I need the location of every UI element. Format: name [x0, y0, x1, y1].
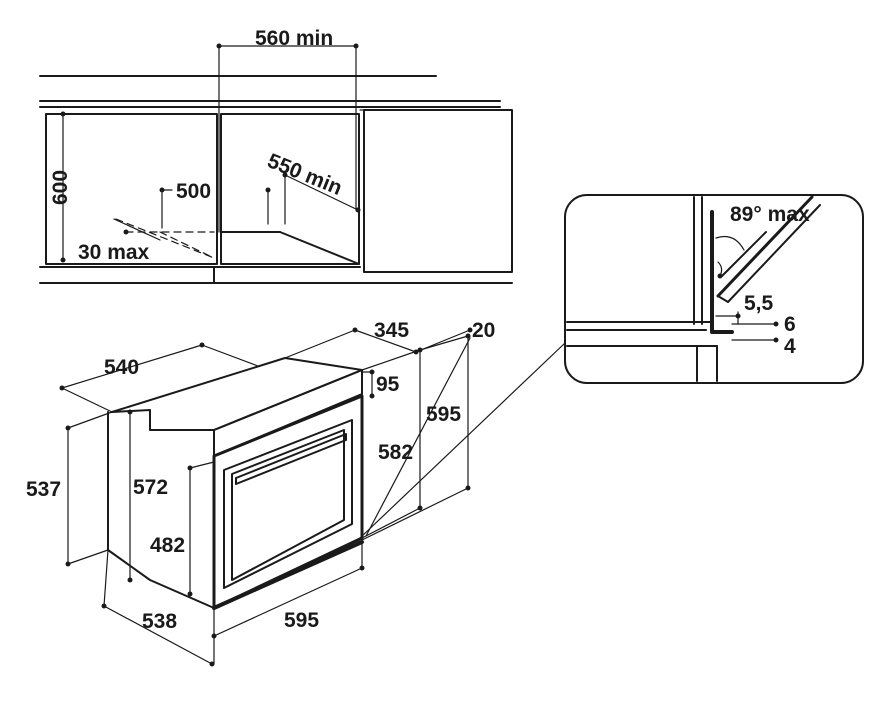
label-gap-4: 4	[784, 335, 796, 358]
oven-door	[223, 419, 353, 589]
dim-572-dot-bottom	[127, 577, 133, 583]
callout-link-2	[365, 337, 471, 537]
dim-595r-ext-bottom	[361, 487, 469, 541]
label-height-582: 582	[378, 441, 413, 464]
detail-frame	[564, 194, 864, 384]
dim-595w-dot-right	[359, 565, 365, 571]
dim-540-dot-right	[199, 342, 205, 348]
dim-95-dot-bottom	[369, 393, 375, 399]
oven-isometric	[59, 327, 473, 667]
label-vent-max: 30 max	[78, 241, 150, 264]
dim-538-ext-left	[103, 549, 109, 607]
dim-482-dot-top	[187, 465, 193, 471]
oven-side-face	[107, 411, 215, 609]
dim-30max-line	[113, 218, 161, 241]
label-depth-345: 345	[374, 319, 409, 342]
dim-550-dot-1	[282, 172, 288, 178]
dim-550-line	[284, 174, 359, 211]
dim-540-dot-left	[59, 385, 65, 391]
dim-595r-ext-top	[419, 335, 469, 351]
label-depth-538: 538	[142, 610, 177, 633]
dim-482-dot-bottom	[187, 591, 193, 597]
oven-door-handle	[235, 433, 347, 485]
vent-dash-1	[115, 218, 215, 259]
label-height-572: 572	[133, 476, 168, 499]
dim-inner-dot	[265, 187, 271, 193]
detail-hinge-dot	[717, 273, 723, 279]
dim-595w-line	[213, 567, 363, 637]
dim-582-ext-top	[361, 349, 421, 371]
dim-560-dot-right	[353, 43, 359, 49]
vent-dash-3	[159, 231, 215, 259]
detail-door-glass	[721, 231, 767, 277]
dim-537-ext-bottom	[67, 549, 109, 565]
niche-cabinet-group	[39, 43, 513, 284]
oven-control-panel	[213, 369, 363, 457]
dim-345-line	[354, 329, 417, 353]
callout-link-1	[359, 342, 566, 539]
label-height-595-right: 595	[426, 403, 461, 426]
dim-538-line	[103, 605, 213, 665]
left-cabinet-panel	[45, 113, 218, 265]
dim-482-ext-top	[189, 461, 215, 469]
label-niche-width: 560 min	[255, 27, 333, 50]
dim-500-dot	[159, 187, 165, 193]
dim-572-dot-top	[127, 409, 133, 415]
detail-door-outer	[716, 195, 814, 298]
dim-345-ext	[284, 329, 356, 359]
dim-537-dot-top	[65, 425, 71, 431]
label-gap-6: 6	[784, 313, 796, 336]
dim-345-dot-left	[352, 327, 358, 333]
dim-6-dot	[773, 321, 779, 327]
dim-540-line	[61, 344, 203, 389]
detail-angle-arc	[715, 235, 745, 251]
right-cabinet-door	[363, 109, 513, 273]
label-niche-height: 600	[49, 170, 72, 205]
dim-560-dot-left	[216, 43, 222, 49]
dim-595r-dot-top	[465, 333, 471, 339]
label-gap-5-5: 5,5	[744, 292, 774, 315]
label-height-537: 537	[26, 478, 61, 501]
dim-95-dot-top	[369, 369, 375, 375]
niche-floor-side	[279, 231, 360, 265]
dim-537-dot-bottom	[65, 561, 71, 567]
dim-600-dot-bottom	[60, 257, 66, 263]
door-detail-callout	[564, 194, 864, 384]
dim-20-dot	[467, 327, 473, 333]
dim-538-dot-right	[209, 661, 215, 667]
dim-5-5-dot	[735, 313, 741, 319]
oven-door-glass	[231, 429, 345, 581]
dim-540-ext-right	[201, 344, 259, 367]
dim-538-dot-left	[101, 603, 107, 609]
detail-door-hinge	[717, 295, 729, 303]
dim-582-dot-bottom	[417, 505, 423, 511]
niche-opening	[220, 113, 360, 265]
dim-595w-dot-left	[211, 633, 217, 639]
dim-4-dot	[773, 337, 779, 343]
detail-oven-frame	[710, 210, 734, 334]
dim-595r-dot-bottom	[465, 485, 471, 491]
oven-bottom-edge	[212, 540, 364, 610]
label-height-482: 482	[150, 534, 185, 557]
dim-600-dot-top	[60, 111, 66, 117]
label-niche-depth: 550 min	[264, 149, 345, 200]
dim-537-ext-top	[67, 411, 113, 429]
label-offset-20: 20	[472, 319, 495, 342]
detail-door-inner	[727, 204, 821, 303]
dim-540-ext-left	[61, 387, 113, 413]
dim-582-ext-bottom	[361, 507, 421, 539]
label-width-595: 595	[284, 609, 319, 632]
label-door-angle: 89° max	[730, 203, 810, 226]
label-vent-depth: 500	[176, 180, 211, 203]
label-depth-540: 540	[104, 356, 139, 379]
label-panel-95: 95	[376, 373, 400, 396]
dim-30max-dot	[123, 229, 129, 235]
dim-550-dot-2	[355, 207, 361, 213]
oven-top-step	[111, 409, 215, 431]
